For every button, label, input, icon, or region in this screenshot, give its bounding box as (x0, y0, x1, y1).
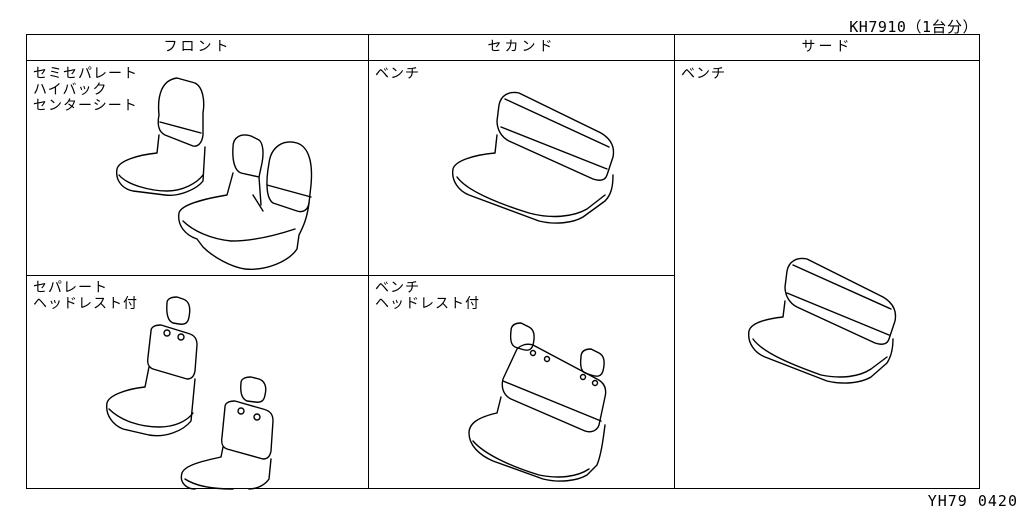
bench-cushion-edge (472, 440, 590, 478)
bench-backrest (496, 91, 615, 181)
bench-backrest (501, 343, 607, 433)
headrest-hole (543, 355, 551, 363)
left-headrest-hole (177, 333, 185, 341)
row-divider (27, 275, 674, 276)
right-cushion-edge (184, 478, 234, 490)
label-line: センターシート (33, 98, 138, 114)
label-front-bottom: セパレート ヘッドレスト付 (33, 280, 138, 312)
headrest-hole (529, 349, 537, 357)
label-line: ベンチ (375, 66, 420, 82)
headrest-hole (591, 379, 599, 387)
label-line: セパレート (33, 280, 108, 296)
label-line: ヘッドレスト付 (375, 296, 480, 312)
front-separate-seats-illustration (106, 296, 274, 490)
headrest-hole (579, 373, 587, 381)
right-backrest (220, 400, 274, 460)
left-cushion (106, 366, 196, 437)
front-semi-separate-seat-illustration (116, 77, 313, 270)
left-seat-cushion-edge (118, 174, 204, 192)
right-headrest (240, 376, 267, 403)
column-divider-1 (368, 35, 369, 488)
right-seat-backrest (266, 141, 313, 213)
right-seat-cushion (178, 172, 310, 270)
right-seat-backrest-band (266, 184, 312, 198)
right-seat-cushion-edge (182, 220, 296, 242)
bench-headrest-left (509, 322, 535, 351)
second-bench-headrest-illustration (468, 322, 607, 482)
right-headrest-hole (253, 413, 261, 421)
bench-backrest-top-band (792, 264, 892, 310)
bench-backrest-band (502, 380, 602, 422)
left-seat-backrest-band (159, 121, 202, 134)
left-headrest-hole (163, 329, 171, 337)
bench-backrest-lower-band (500, 126, 608, 170)
page-code: YH79 0420 (927, 492, 1018, 510)
label-second-top: ベンチ (375, 66, 420, 82)
label-line: セミセパレート (33, 66, 138, 82)
left-seat-cushion (116, 134, 206, 196)
third-bench-seat-illustration (748, 257, 897, 384)
bench-cushion (468, 396, 606, 482)
label-line: ヘッドレスト付 (33, 296, 138, 312)
left-cushion-edge (108, 408, 194, 428)
column-header-second: セカンド (487, 39, 556, 55)
bench-cushion (452, 134, 614, 224)
bench-backrest (784, 257, 897, 345)
bench-backrest-top-band (504, 98, 610, 148)
diagram-code: KH7910（1台分） (849, 18, 978, 36)
bench-backrest-lower-band (786, 292, 890, 336)
second-bench-seat-illustration (452, 91, 615, 224)
label-third: ベンチ (681, 66, 726, 82)
label-front-top: セミセパレート ハイバック センターシート (33, 66, 138, 114)
right-headrest-hole (237, 407, 245, 415)
label-line: ハイバック (33, 82, 108, 98)
label-line: ベンチ (681, 66, 726, 82)
right-cushion (180, 446, 272, 490)
seat-table: フロント セカンド サード セミセパレート ハイバック センターシート セパレー… (26, 34, 980, 490)
left-backrest (146, 324, 198, 380)
left-seat-backrest (157, 77, 205, 147)
bench-cushion-edge (752, 338, 888, 378)
label-line: ベンチ (375, 280, 420, 296)
column-header-front: フロント (163, 39, 232, 55)
label-second-bottom: ベンチ ヘッドレスト付 (375, 280, 480, 312)
header-divider (27, 60, 979, 61)
bench-cushion (748, 300, 894, 384)
center-armrest (252, 176, 264, 212)
column-divider-2 (674, 35, 675, 488)
right-seat-headrest (232, 134, 264, 178)
bench-cushion-edge (456, 176, 606, 218)
left-headrest (166, 296, 191, 325)
column-header-third: サード (801, 39, 853, 55)
